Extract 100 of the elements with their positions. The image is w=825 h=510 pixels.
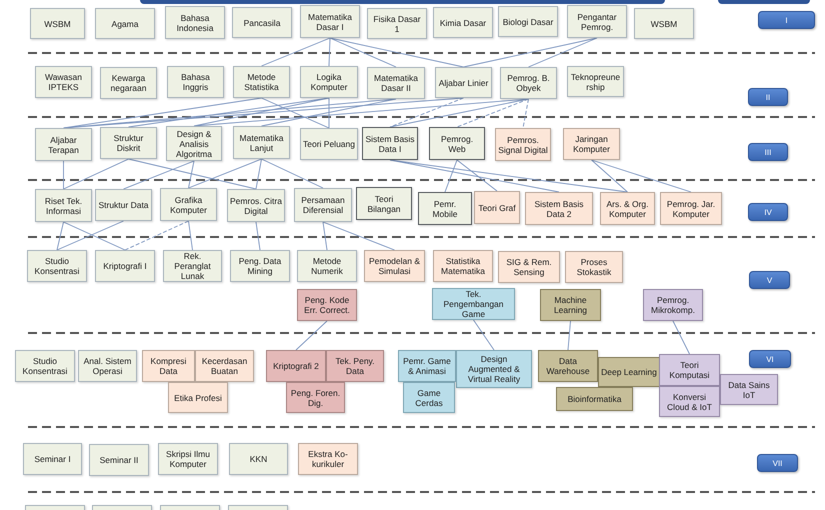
course-box [35, 128, 92, 161]
course-box [367, 67, 425, 99]
semester-label: III [764, 148, 772, 156]
course-box [659, 386, 720, 417]
course-box [35, 189, 92, 222]
connector-line [522, 98, 529, 128]
course-name: Pemrog. Mikrokomp. [650, 295, 696, 315]
course-name: Studio Konsentrasi [22, 356, 68, 376]
connector-line [63, 98, 464, 128]
course-box [27, 250, 87, 282]
course-name: Teori Peluang [303, 139, 355, 149]
course-box [30, 8, 85, 39]
connector-line [473, 320, 494, 350]
course-box [300, 5, 360, 38]
course-name: Pemodelan & Simulasi [368, 256, 422, 276]
semester-tab [758, 11, 815, 29]
course-box [297, 250, 357, 282]
course-box [432, 288, 515, 320]
course-name: Kewarga negaraan [110, 73, 148, 93]
course-box [233, 126, 290, 159]
course-name: Pancasila [244, 18, 280, 28]
course-box [298, 443, 358, 475]
course-box [403, 382, 455, 413]
course-box [23, 443, 82, 475]
course-name: Bioinformatika [568, 394, 622, 404]
course-box [166, 126, 222, 161]
connector-line [188, 158, 262, 188]
course-box [362, 127, 418, 160]
course-name: Bahasa Indonesia [176, 12, 214, 32]
course-name: Bahasa Inggris [180, 72, 211, 92]
course-box [498, 251, 560, 283]
course-name: Logika Komputer [310, 72, 348, 92]
connector-line [456, 98, 529, 128]
course-name: SIG & Rem. Sensing [505, 257, 553, 277]
semester-tab [749, 350, 791, 368]
course-box [95, 8, 155, 39]
course-box [78, 350, 137, 382]
semester-label: II [766, 92, 770, 102]
course-name: Peng. Foren. Dig. [290, 388, 342, 408]
connector-line [328, 38, 330, 66]
connector-line [256, 222, 260, 250]
connector-line [456, 160, 498, 192]
connector-line [261, 98, 330, 128]
course-box [567, 66, 624, 97]
course-name: Matematika Dasar II [373, 73, 419, 93]
course-name: Aljabar Linier [438, 78, 488, 88]
course-box [95, 250, 155, 282]
course-name: Ars. & Org. Komputer [605, 198, 650, 218]
course-box [433, 7, 493, 38]
semester-tab [757, 454, 798, 472]
course-name: Persamaan Diferensial [300, 195, 346, 215]
course-name: Grafika Komputer [169, 194, 208, 214]
course-box [294, 188, 352, 222]
course-name: KKN [250, 454, 268, 464]
semester-label: I [785, 16, 788, 24]
course-box [100, 67, 157, 99]
course-name: Konversi Cloud & IoT [666, 392, 713, 412]
course-name: Etika Profesi [174, 392, 222, 402]
connector-line [56, 222, 64, 250]
connector-line [63, 158, 129, 190]
course-name: Pemrog. B. Obyek [506, 73, 551, 93]
course-name: Kompresi Data [150, 356, 188, 376]
course-name: Wawasan IPTEKS [44, 72, 83, 92]
course-name: WSBM [44, 18, 71, 28]
semester-label: VI [766, 354, 774, 364]
course-box [89, 444, 149, 476]
course-name: Teori Graf [478, 202, 516, 212]
course-name: Pemrog. Web [440, 134, 474, 154]
course-box [364, 250, 425, 282]
connector-line [444, 160, 458, 192]
course-box [163, 250, 222, 282]
course-box [660, 192, 722, 225]
semester-tab [749, 271, 790, 289]
course-box [418, 192, 472, 225]
course-name: Agama [112, 18, 138, 28]
connector-line [256, 158, 262, 190]
course-box [500, 67, 557, 99]
course-box [495, 128, 551, 161]
connector-line [123, 160, 194, 190]
course-box [659, 354, 720, 386]
course-name: Pemros. Citra Digital [230, 196, 282, 216]
course-name: Peng. Kode Err. Correct. [303, 295, 351, 315]
course-box [456, 350, 532, 388]
course-name: Pengantar Pemrog. [576, 12, 618, 32]
course-box [538, 350, 598, 382]
course-box [229, 443, 288, 475]
course-box [227, 189, 285, 222]
course-name: Seminar I [34, 454, 71, 464]
connector-line [328, 98, 330, 128]
course-box [15, 350, 75, 382]
course-name: Sistem Basis Data 2 [533, 198, 585, 218]
course-box [167, 66, 224, 98]
course-name: Aljabar Terapan [47, 134, 80, 154]
semester-tab [748, 143, 788, 161]
connector-line [63, 98, 262, 128]
course-box [634, 8, 694, 39]
course-box [567, 5, 627, 38]
connector-line [261, 98, 396, 126]
course-box [195, 350, 254, 382]
course-box [563, 128, 620, 160]
